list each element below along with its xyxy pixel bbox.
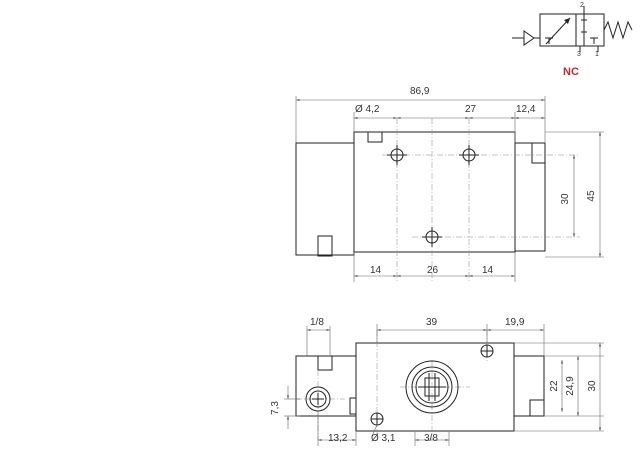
- dim-front-right: 19,9: [505, 317, 525, 328]
- spring-icon: [603, 20, 633, 40]
- manual-actuator-icon: [512, 30, 535, 46]
- dim-front-spacing: 39: [426, 317, 438, 328]
- valve-symbol: 2 3 1 NC: [512, 2, 633, 78]
- hole-notch: [367, 131, 383, 143]
- port-3-label: 3: [577, 51, 581, 58]
- dim-height: 45: [586, 190, 597, 202]
- left-coil-housing: [295, 142, 355, 256]
- normally-closed-label: NC: [563, 66, 579, 78]
- dim-bottom-right: 14: [482, 265, 494, 276]
- connector-tab-left: [317, 235, 333, 257]
- exhaust-tee-icon: [545, 37, 553, 44]
- dim-front-22: 22: [549, 380, 560, 392]
- valve-box-left: [539, 13, 577, 47]
- right-end-cap: [514, 142, 546, 252]
- port-1-label: 1: [595, 51, 599, 58]
- valve-body-top: [353, 131, 516, 253]
- tab-right-front: [529, 399, 545, 417]
- dim-front-24-9: 24,9: [565, 376, 576, 396]
- flow-arrow-icon: [545, 17, 571, 45]
- small-tab-front: [349, 397, 357, 415]
- dim-hole-diameter-front: Ø 3,1: [371, 433, 396, 444]
- connector-tab-right: [531, 142, 546, 164]
- dim-right-offset: 12,4: [516, 104, 536, 115]
- mounting-hole-3: [422, 227, 442, 247]
- right-cap-front: [513, 355, 545, 417]
- main-port-fitting: [405, 360, 459, 414]
- valve-box-right: [575, 13, 605, 47]
- blocked-port-icon: [590, 37, 598, 44]
- hole-top-right: [480, 344, 494, 358]
- dim-front-30: 30: [587, 380, 598, 392]
- dim-overall-length: 86,9: [410, 86, 430, 97]
- dim-left-offset: 13,2: [328, 433, 348, 444]
- front-view: 1/8 39 19,9 7,3 22 24,9 30 13,2 Ø 3,1: [270, 317, 604, 446]
- hole-bottom-left: [370, 412, 384, 426]
- dim-hole-spacing: 27: [465, 104, 477, 115]
- dim-port-height: 7,3: [270, 401, 281, 415]
- dim-vertical-spacing: 30: [560, 193, 571, 205]
- tab-left-front: [317, 355, 333, 371]
- side-port-fitting: [305, 386, 331, 412]
- dim-bottom-left: 14: [370, 265, 382, 276]
- mounting-hole-2: [459, 145, 479, 165]
- mounting-hole-1: [387, 145, 407, 165]
- port-2-label: 2: [580, 2, 584, 9]
- dim-main-port-size: 3/8: [424, 433, 438, 444]
- dim-hole-diameter-top: Ø 4,2: [355, 104, 380, 115]
- dim-bottom-center: 26: [427, 265, 439, 276]
- left-housing-front: [295, 355, 357, 417]
- dim-port-size: 1/8: [310, 317, 324, 328]
- top-view: 86,9 Ø 4,2 27 12,4 30 45 14 26 14: [295, 86, 604, 282]
